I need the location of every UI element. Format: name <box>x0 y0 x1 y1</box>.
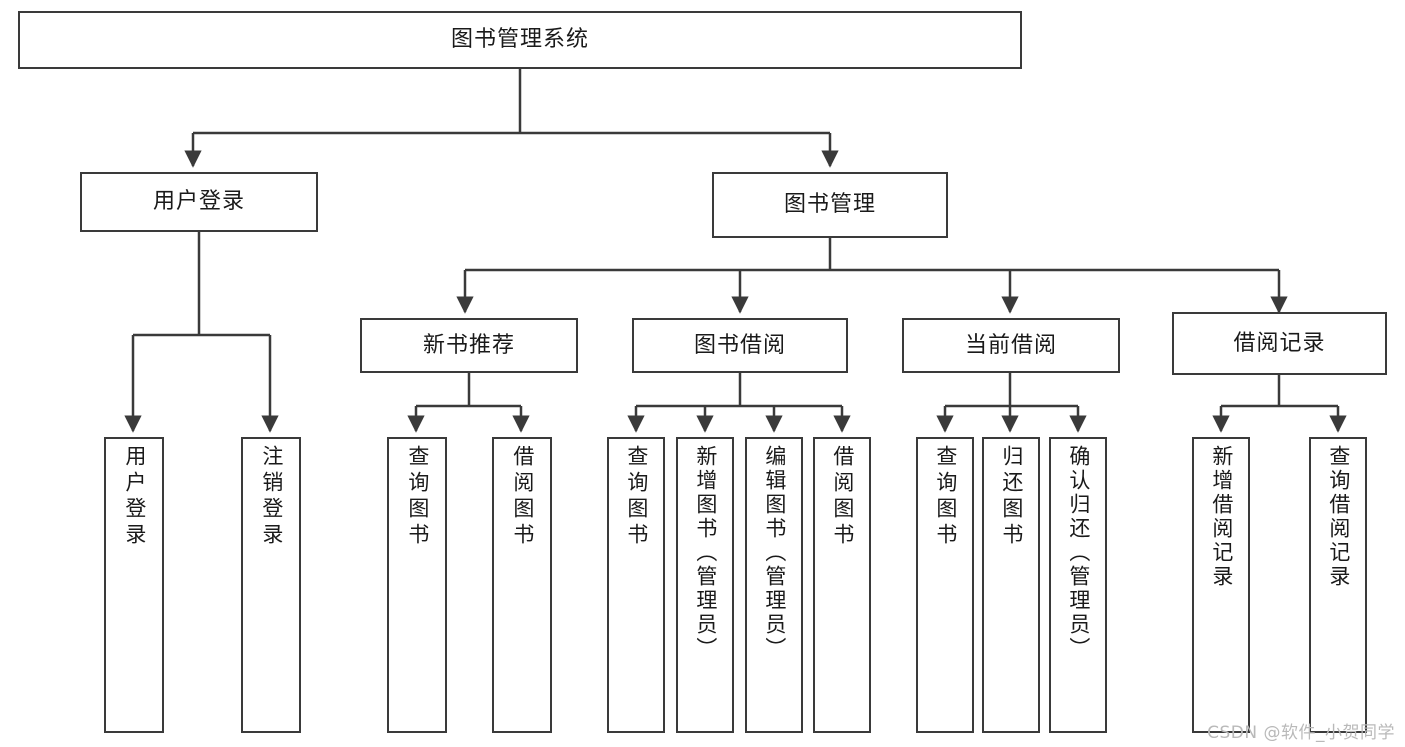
node-label: 查询图书 <box>405 445 430 549</box>
node-borrowing-record[interactable]: 借阅记录 <box>1172 312 1387 375</box>
node-label: 查询图书 <box>624 445 649 549</box>
leaf-user-login-login[interactable]: 用户登录 <box>104 437 164 733</box>
leaf-borrow-borrow-books[interactable]: 借阅图书 <box>813 437 871 733</box>
node-label: 借阅图书 <box>830 445 855 549</box>
node-label: 借阅图书 <box>510 445 535 549</box>
node-new-book-recommendation[interactable]: 新书推荐 <box>360 318 578 373</box>
node-label: 图书管理系统 <box>450 27 589 53</box>
node-user-login[interactable]: 用户登录 <box>80 172 318 232</box>
node-label: 新增图书（管理员） <box>693 445 718 661</box>
node-label: 确认归还（管理员） <box>1066 445 1091 661</box>
leaf-borrow-add-book-admin[interactable]: 新增图书（管理员） <box>676 437 734 733</box>
node-label: 注销登录 <box>259 445 284 549</box>
leaf-borrow-query-books[interactable]: 查询图书 <box>607 437 665 733</box>
node-label: 用户登录 <box>152 189 245 215</box>
node-label: 图书管理 <box>783 192 876 218</box>
leaf-borrow-edit-book-admin[interactable]: 编辑图书（管理员） <box>745 437 803 733</box>
node-label: 归还图书 <box>999 445 1024 549</box>
leaf-user-login-logout[interactable]: 注销登录 <box>241 437 301 733</box>
node-label: 当前借阅 <box>964 332 1057 358</box>
leaf-current-return-books[interactable]: 归还图书 <box>982 437 1040 733</box>
node-label: 借阅记录 <box>1233 330 1326 356</box>
node-current-borrowing[interactable]: 当前借阅 <box>902 318 1120 373</box>
node-label: 新增借阅记录 <box>1209 445 1234 589</box>
node-book-borrowing[interactable]: 图书借阅 <box>632 318 848 373</box>
leaf-new-book-query-books[interactable]: 查询图书 <box>387 437 447 733</box>
leaf-new-book-borrow-books[interactable]: 借阅图书 <box>492 437 552 733</box>
csdn-watermark: CSDN @软件_小贺同学 <box>1207 723 1395 743</box>
node-label: 查询借阅记录 <box>1326 445 1351 589</box>
leaf-current-confirm-return-admin[interactable]: 确认归还（管理员） <box>1049 437 1107 733</box>
leaf-record-query-borrow-record[interactable]: 查询借阅记录 <box>1309 437 1367 733</box>
node-label: 图书借阅 <box>693 332 786 358</box>
node-book-management[interactable]: 图书管理 <box>712 172 948 238</box>
node-label: 用户登录 <box>122 445 147 549</box>
leaf-current-query-books[interactable]: 查询图书 <box>916 437 974 733</box>
leaf-record-add-borrow-record[interactable]: 新增借阅记录 <box>1192 437 1250 733</box>
node-label: 编辑图书（管理员） <box>762 445 787 661</box>
node-label: 新书推荐 <box>422 332 515 358</box>
node-label: 查询图书 <box>933 445 958 549</box>
node-root-book-management-system[interactable]: 图书管理系统 <box>18 11 1022 69</box>
